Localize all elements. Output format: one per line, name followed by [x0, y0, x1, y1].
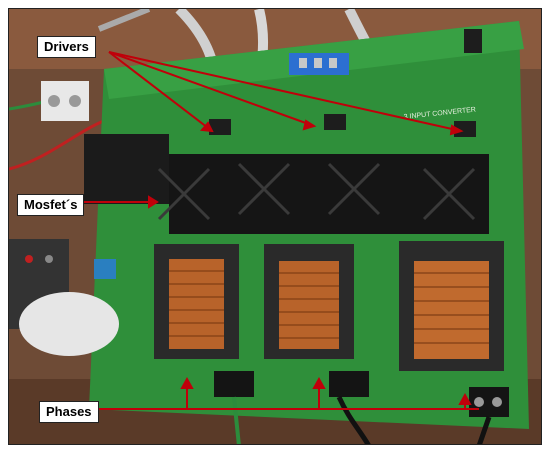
- heatsink-fins: [157, 162, 476, 221]
- drivers-arrow-2: [108, 51, 315, 127]
- inductor-2: [264, 244, 354, 359]
- mosfets-label: Mosfet´s: [17, 194, 85, 216]
- photo: 3 INPUT CONVERTER Drivers Mos: [8, 8, 542, 445]
- driver-chip-2: [324, 114, 346, 130]
- blue-capacitor: [94, 259, 116, 279]
- phase-terminal-1: [214, 371, 254, 397]
- inductor-1: [154, 244, 239, 359]
- grey-cable: [97, 9, 151, 32]
- crystal: [464, 29, 482, 53]
- board-photo: 3 INPUT CONVERTER: [9, 9, 541, 444]
- drivers-label: Drivers: [37, 36, 96, 58]
- driver-chip-1: [209, 119, 231, 135]
- annotation-arrows: [84, 51, 479, 410]
- drivers-arrow-3: [108, 51, 462, 132]
- drivers-arrow-1: [108, 51, 213, 132]
- phase-terminal-2: [329, 371, 369, 397]
- film-capacitor: [19, 292, 119, 356]
- inductor-3: [399, 241, 504, 371]
- red-wire-left: [9, 117, 110, 171]
- driver-chip-3: [454, 121, 476, 137]
- phases-label: Phases: [39, 401, 99, 423]
- heatsink-main: [169, 154, 489, 234]
- heatsink-left-block: [84, 134, 169, 204]
